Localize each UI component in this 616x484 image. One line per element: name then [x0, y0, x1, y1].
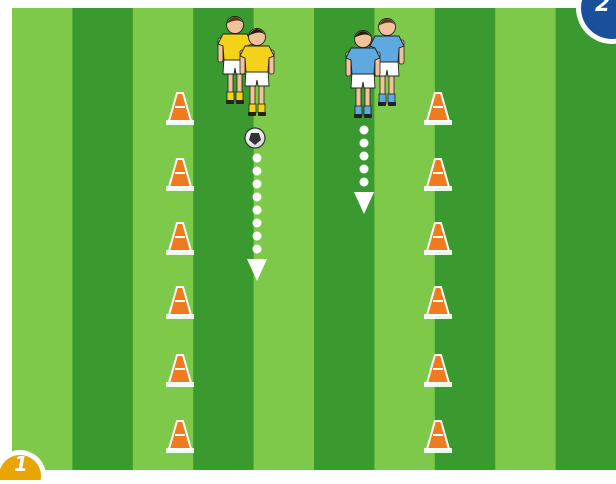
path-dot: [253, 219, 262, 228]
path-dot: [253, 193, 262, 202]
path-dot: [253, 232, 262, 241]
path-dot: [253, 206, 262, 215]
pitch-stripes: [12, 8, 616, 470]
drill-diagram: [0, 0, 616, 470]
pitch-stripe: [12, 8, 73, 470]
path-dot: [253, 167, 262, 176]
path-dot: [253, 154, 262, 163]
pitch-stripe: [72, 8, 133, 470]
step-badge-bottom-left: 1: [0, 446, 46, 480]
path-dot: [253, 180, 262, 189]
badge-label-top-right: 2: [595, 0, 610, 16]
path-dot: [360, 126, 369, 135]
path-dot: [253, 245, 262, 254]
badge-label-bottom-left: 1: [14, 454, 28, 474]
pitch-stripe: [495, 8, 556, 470]
pitch-stripe: [193, 8, 254, 470]
step-badge-top-right: 2: [570, 0, 616, 45]
football: [245, 128, 265, 148]
path-dot: [360, 178, 369, 187]
pitch-stripe: [556, 8, 616, 470]
path-dot: [360, 165, 369, 174]
path-dot: [360, 152, 369, 161]
path-dot: [360, 139, 369, 148]
